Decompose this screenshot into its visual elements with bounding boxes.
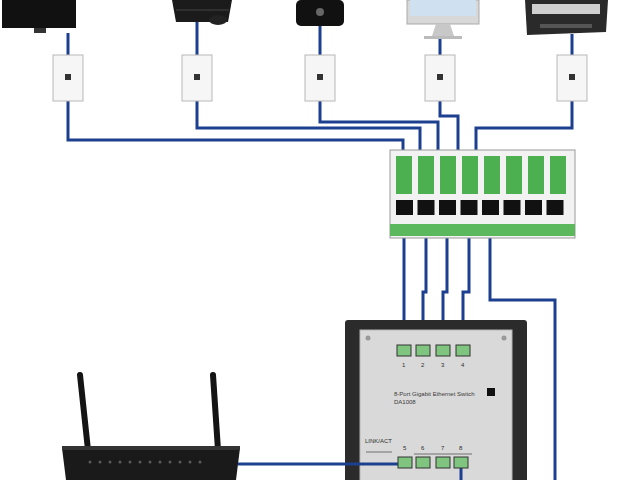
cable bbox=[319, 26, 322, 56]
wall-plate bbox=[53, 55, 83, 101]
light bbox=[119, 461, 122, 464]
printer-top bbox=[532, 4, 600, 14]
port-number: 5 bbox=[403, 445, 406, 452]
cable bbox=[439, 39, 442, 56]
wall-jack bbox=[317, 74, 323, 80]
light bbox=[189, 461, 192, 464]
cable bbox=[197, 100, 420, 156]
computer-stand bbox=[432, 24, 454, 36]
punch-block bbox=[462, 156, 478, 194]
light bbox=[179, 461, 182, 464]
wall-plate bbox=[305, 55, 335, 101]
cable bbox=[476, 100, 572, 156]
light bbox=[129, 461, 132, 464]
cable bbox=[67, 33, 70, 56]
switch-port bbox=[456, 345, 470, 356]
cable bbox=[238, 463, 400, 466]
router-top bbox=[62, 446, 240, 450]
light bbox=[139, 461, 142, 464]
switch-port bbox=[436, 457, 450, 468]
wall-jack bbox=[437, 74, 443, 80]
switch-plate bbox=[360, 330, 512, 480]
product-name: 8-Port Gigabit Ethernet Switch bbox=[394, 390, 518, 398]
switch-port bbox=[398, 457, 412, 468]
bracket bbox=[366, 452, 392, 453]
router bbox=[62, 448, 240, 480]
light bbox=[109, 461, 112, 464]
panel-jack bbox=[461, 200, 478, 215]
switch-port bbox=[436, 345, 450, 356]
light bbox=[159, 461, 162, 464]
switch-port bbox=[416, 457, 430, 468]
panel-jack bbox=[504, 200, 521, 215]
punch-block bbox=[484, 156, 500, 194]
media-box bbox=[296, 0, 344, 26]
wall-jack bbox=[65, 74, 71, 80]
panel-jack bbox=[525, 200, 542, 215]
controller bbox=[209, 15, 227, 25]
port-number: 3 bbox=[441, 362, 444, 369]
power-jack bbox=[487, 388, 495, 396]
wall-jack bbox=[569, 74, 575, 80]
switch-port bbox=[397, 345, 411, 356]
computer-base bbox=[424, 36, 462, 39]
computer-screen bbox=[410, 0, 476, 16]
printer-slot bbox=[540, 24, 592, 28]
screw bbox=[502, 336, 507, 341]
tv-stand bbox=[34, 28, 46, 33]
switch-port bbox=[416, 345, 430, 356]
punch-block bbox=[528, 156, 544, 194]
light bbox=[169, 461, 172, 464]
tv bbox=[2, 0, 76, 28]
wall-plate bbox=[425, 55, 455, 101]
port-number: 2 bbox=[421, 362, 424, 369]
punch-block bbox=[550, 156, 566, 194]
model-number: DA1008 bbox=[394, 398, 518, 406]
panel-rim bbox=[390, 224, 575, 236]
port-number: 7 bbox=[441, 445, 444, 452]
light bbox=[89, 461, 92, 464]
printer bbox=[525, 0, 608, 35]
screw bbox=[366, 336, 371, 341]
antenna bbox=[213, 375, 218, 450]
punch-block bbox=[506, 156, 522, 194]
wall-plate bbox=[557, 55, 587, 101]
cable bbox=[571, 34, 574, 56]
antenna bbox=[80, 375, 88, 450]
punch-block bbox=[396, 156, 412, 194]
port-number: 8 bbox=[459, 445, 462, 452]
switch-panel: 8-Port Gigabit Ethernet SwitchDA1008 bbox=[360, 330, 518, 480]
port-number: 1 bbox=[402, 362, 405, 369]
panel-jack bbox=[396, 200, 413, 215]
router-lights bbox=[89, 461, 202, 464]
patch-panel bbox=[390, 150, 575, 238]
light bbox=[149, 461, 152, 464]
port-number: 6 bbox=[421, 445, 424, 452]
switch-port bbox=[454, 457, 468, 468]
panel-jack bbox=[439, 200, 456, 215]
patch-panel-body bbox=[390, 150, 575, 238]
cable bbox=[196, 22, 199, 56]
logo bbox=[316, 8, 324, 16]
bracket bbox=[414, 454, 472, 455]
wall-plates bbox=[53, 55, 587, 101]
panel-jack bbox=[547, 200, 564, 215]
console-stripe bbox=[176, 10, 229, 11]
enclosure bbox=[345, 320, 527, 480]
light bbox=[99, 461, 102, 464]
wall-jack bbox=[194, 74, 200, 80]
panel-jack bbox=[482, 200, 499, 215]
port-number: 4 bbox=[461, 362, 464, 369]
panel-jack bbox=[418, 200, 435, 215]
light bbox=[199, 461, 202, 464]
port-group-label: LINK/ACT bbox=[365, 438, 392, 445]
wall-plate bbox=[182, 55, 212, 101]
punch-block bbox=[440, 156, 456, 194]
computer bbox=[407, 0, 479, 24]
cable bbox=[440, 100, 458, 156]
punch-block bbox=[418, 156, 434, 194]
cable bbox=[320, 100, 438, 156]
